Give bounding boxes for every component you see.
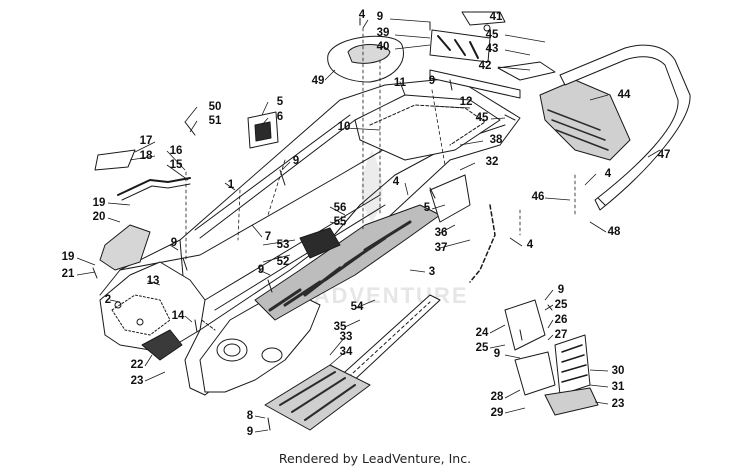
left-side-panel — [99, 261, 206, 351]
callout-46: 46 — [532, 191, 545, 203]
callout-23: 23 — [612, 398, 625, 410]
callout-33: 33 — [340, 331, 353, 343]
callout-24: 24 — [476, 327, 489, 339]
callout-9: 9 — [377, 11, 383, 23]
callout-45: 45 — [486, 29, 499, 41]
callout-11: 11 — [394, 77, 407, 89]
callout-19: 19 — [62, 251, 75, 263]
flap-bracket — [497, 61, 556, 81]
callout-26: 26 — [555, 314, 568, 326]
callout-30: 30 — [612, 365, 625, 377]
callout-14: 14 — [172, 310, 185, 322]
callout-39: 39 — [377, 27, 390, 39]
rear-light-lower — [544, 387, 599, 416]
callout-13: 13 — [147, 275, 160, 287]
hitch-bracket — [429, 174, 471, 223]
callout-41: 41 — [490, 11, 503, 23]
callout-54: 54 — [351, 301, 364, 313]
callout-leaders — [76, 18, 661, 433]
callout-3: 3 — [429, 266, 435, 278]
callout-48: 48 — [608, 226, 621, 238]
callout-53: 53 — [277, 239, 290, 251]
callout-22: 22 — [131, 359, 144, 371]
callout-27: 27 — [555, 329, 568, 341]
callout-49: 49 — [312, 75, 325, 87]
callout-5: 5 — [277, 96, 284, 108]
callout-9: 9 — [258, 264, 264, 276]
callout-9: 9 — [293, 155, 299, 167]
callout-43: 43 — [486, 43, 499, 55]
callout-28: 28 — [491, 391, 504, 403]
left-brace — [99, 224, 151, 271]
callout-32: 32 — [486, 156, 499, 168]
callout-55: 55 — [334, 216, 347, 228]
callout-31: 31 — [612, 381, 625, 393]
callout-35: 35 — [334, 321, 347, 333]
callout-1: 1 — [228, 179, 235, 191]
rear-flap-lower — [514, 351, 556, 396]
callout-25: 25 — [555, 299, 568, 311]
callout-52: 52 — [277, 256, 290, 268]
callout-4: 4 — [393, 176, 400, 188]
callout-20: 20 — [93, 211, 106, 223]
callout-23: 23 — [131, 375, 144, 387]
callout-7: 7 — [265, 231, 271, 243]
callout-15: 15 — [170, 159, 183, 171]
callout-56: 56 — [334, 202, 347, 214]
callout-9: 9 — [558, 284, 564, 296]
rear-deck-panel — [354, 94, 501, 161]
rear-lower-panel — [504, 299, 546, 351]
callout-21: 21 — [62, 268, 75, 280]
callout-4: 4 — [527, 239, 534, 251]
front-bracket — [141, 329, 183, 361]
callout-9: 9 — [429, 75, 435, 87]
callout-44: 44 — [618, 89, 631, 101]
callout-29: 29 — [491, 407, 504, 419]
callout-25: 25 — [476, 342, 489, 354]
tow-chain — [469, 204, 496, 283]
callout-16: 16 — [170, 145, 183, 157]
snow-flap — [539, 79, 631, 161]
callout-4: 4 — [605, 168, 612, 180]
callout-10: 10 — [338, 121, 351, 133]
upper-tube — [117, 177, 191, 196]
credit-text: Rendered by LeadVenture, Inc. — [278, 451, 472, 466]
callout-2: 2 — [105, 294, 111, 306]
running-board-plate — [264, 364, 371, 431]
callout-12: 12 — [460, 96, 473, 108]
callout-6: 6 — [277, 111, 283, 123]
callout-4: 4 — [359, 9, 366, 21]
callout-42: 42 — [479, 60, 492, 72]
rear-bumper — [559, 44, 691, 211]
callout-9: 9 — [247, 426, 253, 438]
callout-38: 38 — [490, 134, 503, 146]
callout-36: 36 — [435, 227, 448, 239]
rear-chassis-side — [199, 294, 321, 393]
callout-34: 34 — [340, 346, 353, 358]
callout-50: 50 — [209, 101, 222, 113]
grab-handle — [94, 149, 136, 171]
center-bracket — [299, 227, 341, 259]
taillight — [461, 11, 506, 26]
callout-40: 40 — [377, 41, 390, 53]
callout-8: 8 — [247, 410, 254, 422]
callout-17: 17 — [140, 135, 153, 147]
leader-lines — [185, 27, 576, 261]
callout-18: 18 — [140, 150, 153, 162]
callout-5: 5 — [424, 202, 431, 214]
callout-9: 9 — [171, 237, 177, 249]
callout-37: 37 — [435, 242, 448, 254]
callout-19: 19 — [93, 197, 106, 209]
callout-51: 51 — [209, 115, 222, 127]
callout-45: 45 — [476, 112, 489, 124]
callout-47: 47 — [658, 149, 671, 161]
callout-9: 9 — [494, 348, 500, 360]
rear-rail — [429, 69, 521, 99]
